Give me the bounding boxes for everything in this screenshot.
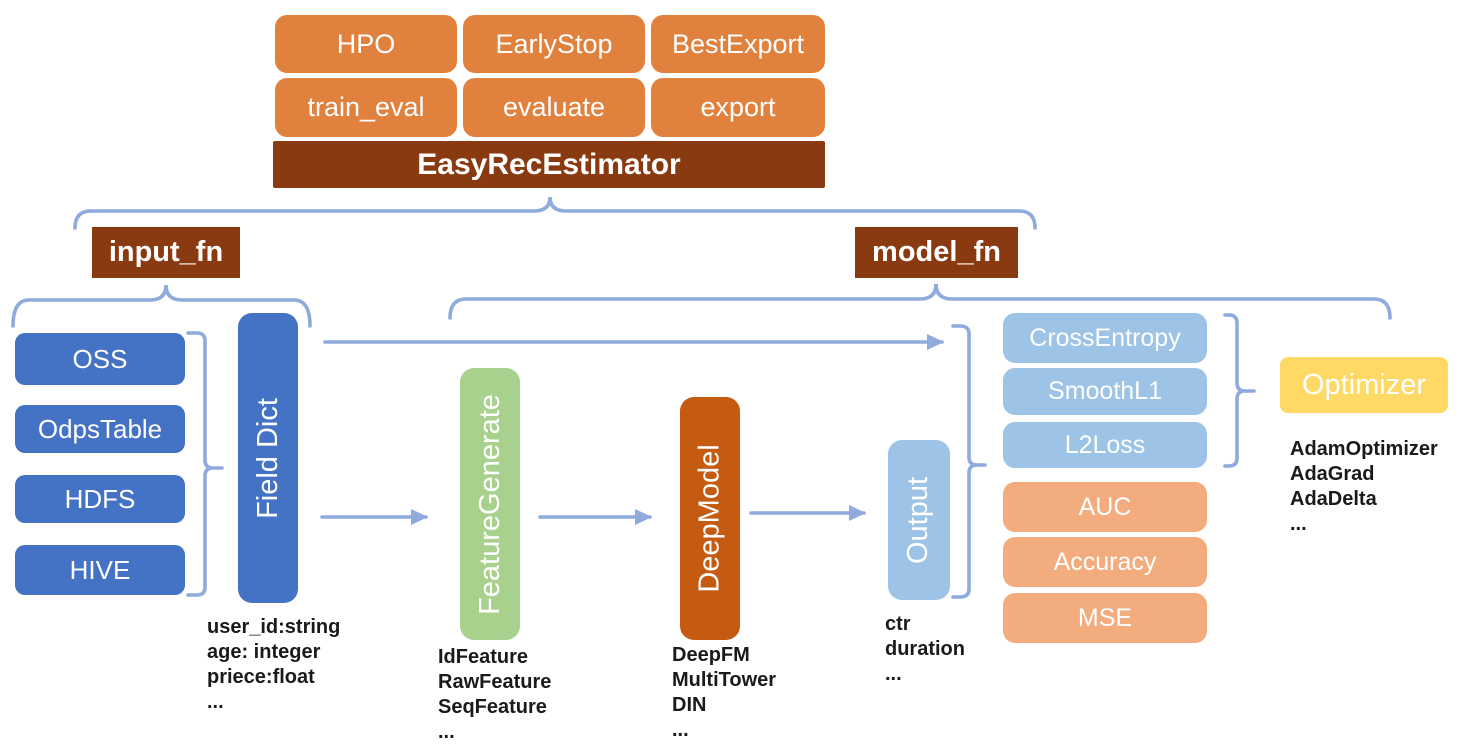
- optimizer-examples-note: AdamOptimizer AdaGrad AdaDelta ...: [1290, 437, 1438, 537]
- feature-generate-box: FeatureGenerate: [460, 368, 520, 640]
- loss-box-l2loss: L2Loss: [1003, 422, 1207, 468]
- feature-example-line: RawFeature: [438, 671, 552, 693]
- field-example-line: user_id:string: [207, 616, 341, 638]
- estimator-title-bar: EasyRecEstimator: [273, 141, 825, 188]
- brace-estimator: [73, 196, 1037, 230]
- source-box-hive: HIVE: [15, 545, 185, 595]
- field-example-line: age: integer: [207, 641, 321, 663]
- feature-examples-note: IdFeature RawFeature SeqFeature ...: [438, 645, 551, 745]
- input-fn-box: input_fn: [92, 227, 240, 278]
- optimizer-box: Optimizer: [1280, 357, 1448, 413]
- optimizer-example-line: ...: [1290, 513, 1307, 535]
- field-dict-box: Field Dict: [238, 313, 298, 603]
- field-dict-label: Field Dict: [251, 397, 284, 519]
- bracket-losses: [1223, 313, 1256, 468]
- source-box-oss: OSS: [15, 333, 185, 385]
- feature-example-line: ...: [438, 721, 455, 743]
- method-box-evaluate: evaluate: [463, 78, 645, 137]
- method-box-earlystop: EarlyStop: [463, 15, 645, 73]
- method-box-train-eval: train_eval: [275, 78, 457, 137]
- model-example-line: DeepFM: [672, 644, 750, 666]
- optimizer-example-line: AdaGrad: [1290, 463, 1375, 485]
- model-example-line: ...: [672, 719, 689, 741]
- model-fn-box: model_fn: [855, 227, 1018, 278]
- output-example-line: duration: [885, 638, 965, 660]
- model-examples-note: DeepFM MultiTower DIN ...: [672, 643, 776, 743]
- field-examples-note: user_id:string age: integer priece:float…: [207, 615, 340, 715]
- optimizer-example-line: AdaDelta: [1290, 488, 1377, 510]
- deep-model-box: DeepModel: [680, 397, 740, 640]
- deep-model-label: DeepModel: [693, 444, 726, 593]
- metric-box-mse: MSE: [1003, 593, 1207, 643]
- loss-box-smoothl1: SmoothL1: [1003, 368, 1207, 415]
- output-examples-note: ctr duration ...: [885, 612, 965, 687]
- source-box-hdfs: HDFS: [15, 475, 185, 523]
- output-example-line: ctr: [885, 613, 911, 635]
- loss-box-crossentropy: CrossEntropy: [1003, 313, 1207, 363]
- bracket-sources: [186, 331, 224, 597]
- optimizer-example-line: AdamOptimizer: [1290, 438, 1438, 460]
- output-example-line: ...: [885, 663, 902, 685]
- method-box-bestexport: BestExport: [651, 15, 825, 73]
- source-box-odpstable: OdpsTable: [15, 405, 185, 453]
- model-example-line: DIN: [672, 694, 707, 716]
- output-label: Output: [902, 476, 935, 564]
- output-box: Output: [888, 440, 950, 600]
- model-example-line: MultiTower: [672, 669, 777, 691]
- feature-example-line: SeqFeature: [438, 696, 547, 718]
- feature-example-line: IdFeature: [438, 646, 529, 668]
- metric-box-accuracy: Accuracy: [1003, 537, 1207, 587]
- bracket-output: [951, 324, 987, 599]
- field-example-line: priece:float: [207, 666, 315, 688]
- metric-box-auc: AUC: [1003, 482, 1207, 532]
- brace-model-fn: [448, 283, 1392, 320]
- method-box-hpo: HPO: [275, 15, 457, 73]
- feature-generate-label: FeatureGenerate: [473, 393, 506, 615]
- field-example-line: ...: [207, 691, 224, 713]
- method-box-export: export: [651, 78, 825, 137]
